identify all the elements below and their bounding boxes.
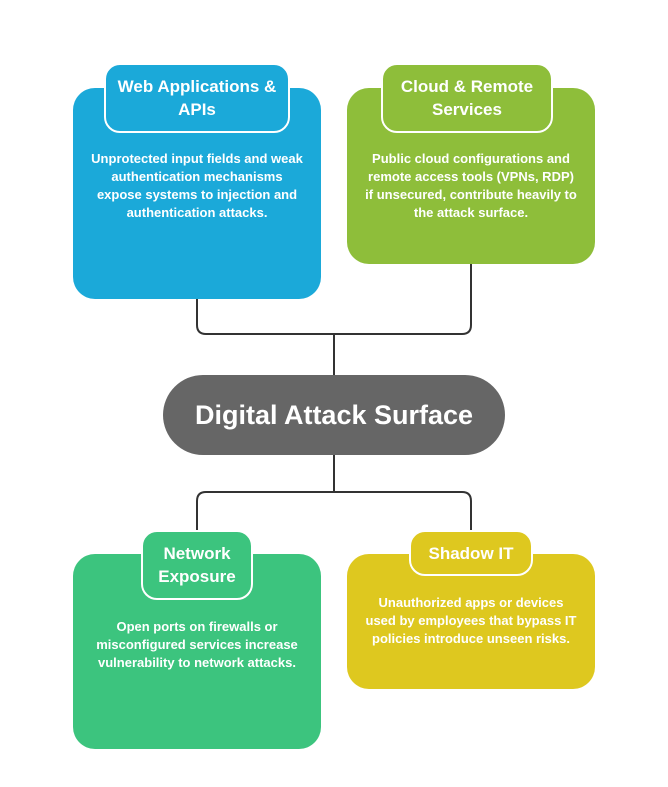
- bottom-connector: [196, 491, 472, 530]
- shadow-it-title: Shadow IT: [409, 530, 533, 576]
- web-applications-title: Web Applications & APIs: [104, 63, 290, 133]
- web-applications-description: Unprotected input fields and weak authen…: [91, 151, 303, 220]
- shadow-it-card: Unauthorized apps or devices used by emp…: [347, 554, 595, 689]
- network-exposure-description: Open ports on firewalls or misconfigured…: [96, 619, 298, 670]
- digital-attack-surface-node: Digital Attack Surface: [163, 375, 505, 455]
- cloud-remote-services-description: Public cloud configurations and remote a…: [365, 151, 577, 220]
- cloud-remote-services-title: Cloud & Remote Services: [381, 63, 553, 133]
- network-exposure-title: Network Exposure: [141, 530, 253, 600]
- shadow-it-description: Unauthorized apps or devices used by emp…: [365, 595, 577, 646]
